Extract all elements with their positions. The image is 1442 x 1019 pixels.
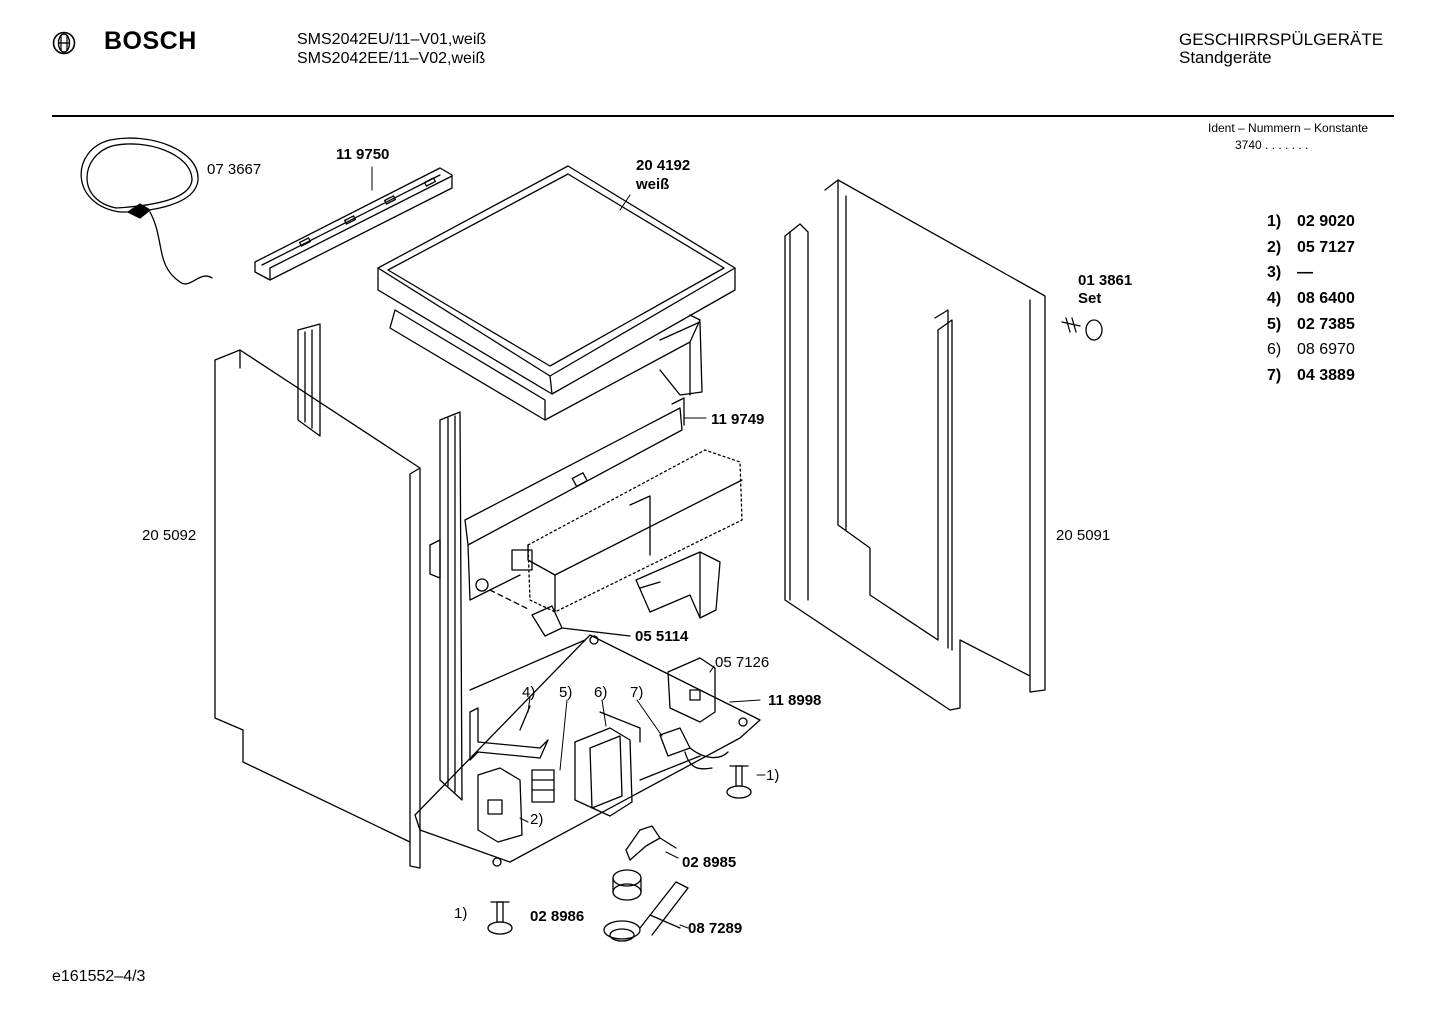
label-top-panel-color: weiß bbox=[636, 176, 670, 193]
part-legend: 1)02 9020 2)05 7127 3)— 4)08 6400 5)02 7… bbox=[1267, 213, 1355, 393]
side-panel-right-drawing bbox=[785, 180, 1045, 710]
base-plate-drawing bbox=[415, 635, 760, 866]
label-side-left: 20 5092 bbox=[142, 527, 197, 544]
ident-title: Ident – Nummern – Konstante bbox=[1208, 121, 1369, 135]
document-id: e161552–4/3 bbox=[52, 968, 146, 985]
ident-value: 3740 . . . . . . . bbox=[1235, 138, 1309, 152]
label-switch: 02 8985 bbox=[682, 854, 737, 871]
header-divider bbox=[52, 115, 1394, 117]
label-rail: 11 9750 bbox=[336, 146, 390, 163]
top-panel-drawing bbox=[378, 166, 735, 394]
insulation-pad-drawing bbox=[390, 310, 702, 420]
components-drawing bbox=[470, 706, 728, 842]
label-callout-1-right: 1) bbox=[766, 767, 780, 784]
subcategory-title: Standgeräte bbox=[1179, 48, 1272, 67]
category-title: GESCHIRRSPÜLGERÄTE bbox=[1179, 30, 1384, 49]
label-callout-4: 4) bbox=[522, 684, 536, 701]
label-top-panel: 20 4192 bbox=[636, 157, 691, 174]
legend-row: 2)05 7127 bbox=[1267, 238, 1355, 256]
label-mount-plate: 05 7126 bbox=[715, 654, 770, 671]
side-panel-left-drawing bbox=[215, 324, 462, 868]
label-callout-7: 7) bbox=[630, 684, 644, 701]
label-float: 02 8986 bbox=[530, 908, 585, 925]
power-cable-drawing bbox=[81, 138, 212, 284]
legend-row: 6)08 6970 bbox=[1267, 341, 1355, 359]
label-callout-2: 2) bbox=[530, 811, 544, 828]
screw-set-drawing bbox=[1062, 318, 1102, 340]
bosch-logo-icon bbox=[52, 31, 76, 60]
label-set-word: Set bbox=[1078, 290, 1102, 307]
label-callout-6: 6) bbox=[594, 684, 608, 701]
rear-bracket-drawing bbox=[465, 398, 742, 612]
legend-row: 7)04 3889 bbox=[1267, 367, 1355, 385]
hose-connector-drawing bbox=[636, 552, 720, 618]
model-line-2: SMS2042EE/11–V02,weiß bbox=[297, 50, 486, 67]
legend-row: 1)02 9020 bbox=[1267, 213, 1355, 230]
rail-drawing bbox=[255, 168, 452, 280]
capacitor-drawing bbox=[490, 590, 630, 636]
label-float-assembly: 08 7289 bbox=[688, 920, 743, 937]
float-drawing bbox=[613, 870, 641, 900]
label-cable: 07 3667 bbox=[207, 161, 262, 178]
legend-row: 3)— bbox=[1267, 264, 1313, 282]
foot-left-drawing bbox=[488, 902, 512, 934]
legend-row: 4)08 6400 bbox=[1267, 290, 1355, 308]
brand-name: BOSCH bbox=[104, 27, 197, 55]
label-set-number: 01 3861 bbox=[1078, 272, 1133, 289]
foot-right-drawing bbox=[727, 766, 751, 798]
label-callout-5: 5) bbox=[559, 684, 573, 701]
mount-plate-drawing bbox=[668, 658, 715, 722]
float-assembly-drawing bbox=[604, 882, 688, 941]
label-callout-1-left: 1) bbox=[454, 905, 468, 922]
model-line-1: SMS2042EU/11–V01,weiß bbox=[297, 31, 487, 48]
switch-drawing bbox=[626, 826, 676, 860]
leader-lines bbox=[372, 167, 765, 928]
label-capacitor: 05 5114 bbox=[635, 628, 689, 645]
legend-row: 5)02 7385 bbox=[1267, 315, 1355, 333]
label-base: 11 8998 bbox=[768, 692, 822, 709]
label-side-right: 20 5091 bbox=[1056, 527, 1111, 544]
label-rear-bracket: 11 9749 bbox=[711, 411, 765, 428]
